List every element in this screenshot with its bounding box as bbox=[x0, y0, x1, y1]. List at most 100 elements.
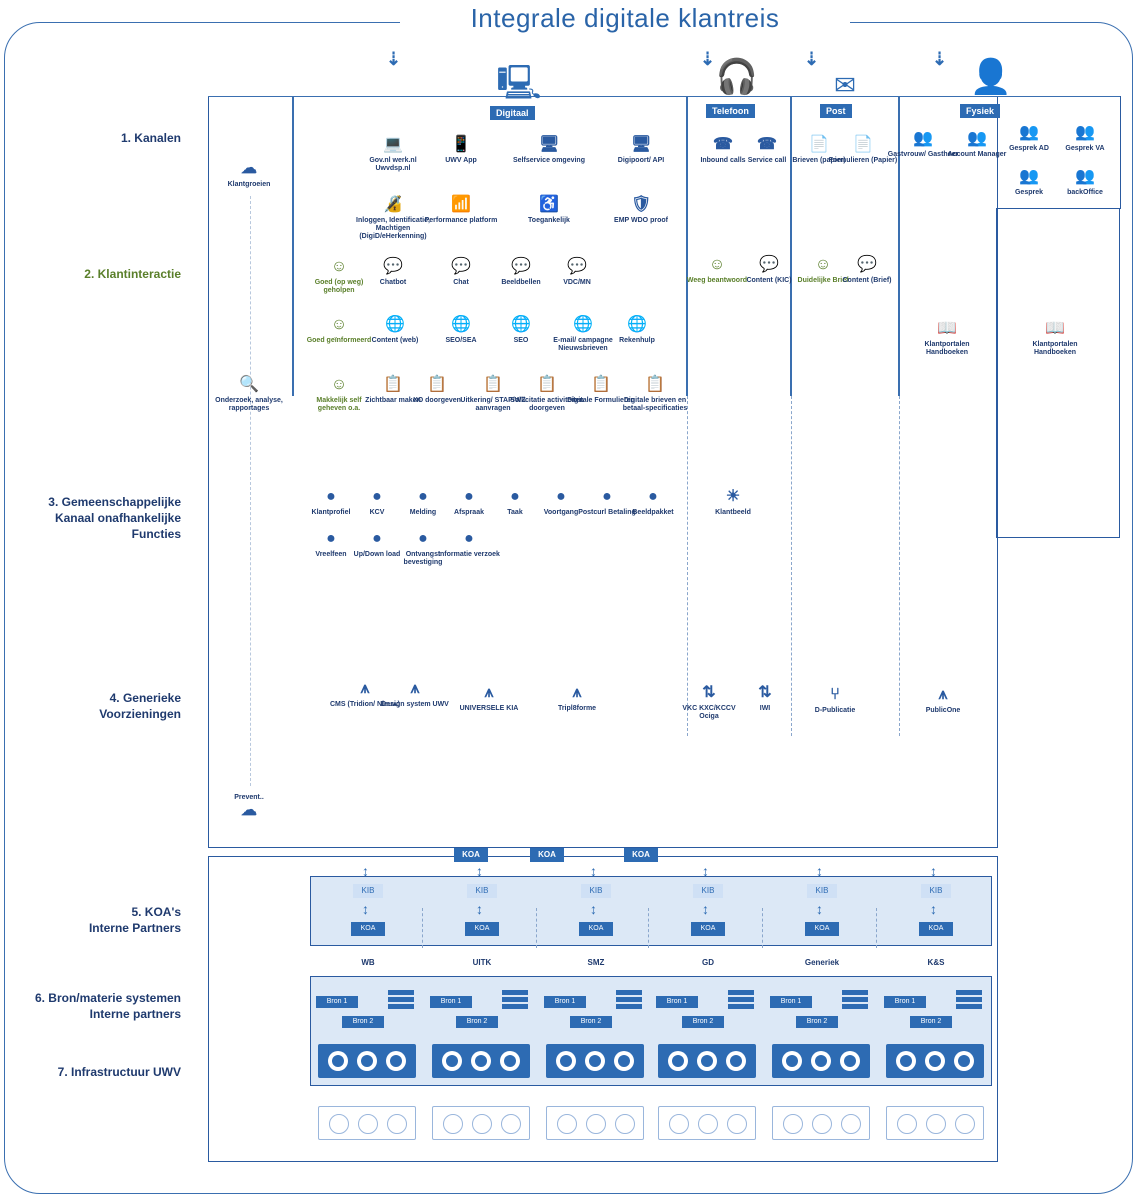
bron-box: Bron 2 bbox=[456, 1016, 498, 1028]
row-label: 5. KOA's Interne Partners bbox=[88, 905, 181, 935]
item-label: Digipoort/ API bbox=[617, 157, 665, 164]
diagram-item: ⩚CMS (Tridion/ Nieuw) bbox=[328, 680, 402, 709]
item-label: Goed geïnformeerd bbox=[306, 337, 372, 344]
item-label: Brieven (papier) bbox=[792, 157, 846, 164]
item-icon: ☺ bbox=[330, 316, 348, 333]
item-icon: 📄 bbox=[853, 136, 873, 153]
envelope-icon: ✉ bbox=[834, 70, 856, 100]
item-label: Sollicitatie activiteiten doorgeven bbox=[510, 397, 584, 412]
infra-block-icon bbox=[658, 1044, 756, 1078]
koa-box: KOA bbox=[691, 922, 725, 936]
item-label: Digitale brieven en betaal-specificaties bbox=[622, 397, 688, 412]
item-icon: 📶 bbox=[451, 196, 471, 213]
item-label: Weeg beantwoord bbox=[686, 277, 748, 284]
item-icon: 👥 bbox=[1019, 124, 1039, 141]
kib-box: KIB bbox=[693, 884, 723, 898]
item-icon: ● bbox=[510, 488, 520, 505]
item-icon: 💬 bbox=[383, 258, 403, 275]
item-label: Service call bbox=[747, 157, 787, 164]
item-label: Afspraak bbox=[454, 509, 484, 516]
item-label: Content (web) bbox=[371, 337, 419, 344]
item-label: IWI bbox=[759, 705, 771, 712]
item-icon: ⇅ bbox=[758, 684, 772, 701]
item-label: Chatbot bbox=[379, 279, 407, 286]
diagram-item: 📋Digitale brieven en betaal-specificatie… bbox=[618, 376, 692, 413]
diagram-item: 🌐E-mail/ campagne Nieuwsbrieven bbox=[546, 316, 620, 353]
item-icon: ● bbox=[418, 530, 428, 547]
updown-arrow-icon: ↕ bbox=[702, 863, 709, 879]
item-icon: 🌐 bbox=[627, 316, 647, 333]
updown-arrow-icon: ↕ bbox=[590, 863, 597, 879]
database-icon bbox=[388, 990, 414, 1010]
item-label: Melding bbox=[409, 509, 437, 516]
divider-fysiek bbox=[898, 96, 900, 396]
item-icon: 💬 bbox=[451, 258, 471, 275]
item-icon: 💻 bbox=[383, 136, 403, 153]
item-icon: 📋 bbox=[383, 376, 403, 393]
item-icon: ● bbox=[464, 530, 474, 547]
updown-arrow-icon: ↕ bbox=[702, 901, 709, 917]
diagram-item: ☺Duidelijke Brief bbox=[786, 256, 860, 285]
column-divider bbox=[536, 908, 537, 948]
diagram-item: ●KCV bbox=[340, 488, 414, 517]
item-label: Klantportalen Handboeken bbox=[1032, 341, 1078, 356]
item-icon: 💬 bbox=[759, 256, 779, 273]
fysiek-outline bbox=[996, 96, 1121, 209]
diagram-item: ●Voortgang bbox=[524, 488, 598, 517]
item-icon: 👥 bbox=[1019, 168, 1039, 185]
item-label: XO doorgeven bbox=[413, 397, 461, 404]
koa-top-tag: KOA bbox=[624, 848, 658, 862]
down-arrow-icon: ⇣ bbox=[386, 49, 402, 69]
item-icon: ⩚ bbox=[360, 680, 370, 697]
down-arrow-icon: ⇣ bbox=[804, 49, 820, 69]
item-icon: 📋 bbox=[483, 376, 503, 393]
dash-divider bbox=[687, 396, 688, 736]
kib-box: KIB bbox=[921, 884, 951, 898]
item-icon: ☺ bbox=[330, 376, 348, 393]
item-label: D-Publicatie bbox=[814, 707, 856, 714]
updown-arrow-icon: ↕ bbox=[362, 901, 369, 917]
item-label: Up/Down load bbox=[353, 551, 401, 558]
item-label: Klantbeeld bbox=[715, 509, 751, 516]
lower-panel bbox=[208, 856, 998, 1162]
item-label: Vreelfeen bbox=[315, 551, 347, 558]
bron-box: Bron 2 bbox=[342, 1016, 384, 1028]
item-icon: 👥 bbox=[913, 130, 933, 147]
infra-block-icon bbox=[318, 1044, 416, 1078]
koa-box: KOA bbox=[351, 922, 385, 936]
item-label: VKC KXC/KCCV Ociga bbox=[682, 705, 736, 720]
item-icon: 💬 bbox=[567, 258, 587, 275]
item-icon: ☺ bbox=[330, 258, 348, 275]
item-icon: 🌐 bbox=[385, 316, 405, 333]
partner-name: WB bbox=[361, 958, 375, 967]
row-label: 7. Infrastructuur UWV bbox=[57, 1065, 181, 1079]
item-icon: ⑂ bbox=[830, 686, 840, 703]
down-arrow-icon: ⇣ bbox=[700, 49, 716, 69]
diagram-item: ⇅VKC KXC/KCCV Ociga bbox=[672, 684, 746, 721]
item-label: Formulieren (Papier) bbox=[828, 157, 898, 164]
item-icon: 📖 bbox=[1045, 320, 1065, 337]
updown-arrow-icon: ↕ bbox=[930, 901, 937, 917]
column-divider bbox=[422, 908, 423, 948]
updown-arrow-icon: ↕ bbox=[476, 901, 483, 917]
diagram-item: ●Postcurl Betaling bbox=[570, 488, 644, 517]
item-label: Voortgang bbox=[543, 509, 579, 516]
diagram-item: 👥backOffice bbox=[1048, 168, 1122, 197]
diagram-item: ☺Weeg beantwoord bbox=[680, 256, 754, 285]
diagram-item: 🌐Rekenhulp bbox=[600, 316, 674, 345]
item-icon: ● bbox=[418, 488, 428, 505]
diagram-item: 📋XO doorgeven bbox=[400, 376, 474, 405]
diagram-item: 💻 Gov.nl werk.nl Uwvdsp.nl bbox=[356, 136, 430, 173]
diagram-item: 👥Gastvrouw/ Gastheer bbox=[886, 130, 960, 159]
bron-band bbox=[310, 976, 992, 1086]
diagram-item: ☎Service call bbox=[730, 136, 804, 165]
bron-box: Bron 1 bbox=[430, 996, 472, 1008]
kib-box: KIB bbox=[467, 884, 497, 898]
diagram-item: 👥Gesprek VA bbox=[1048, 124, 1122, 153]
item-label: Gov.nl werk.nl Uwvdsp.nl bbox=[369, 157, 417, 172]
diagram-item: ● Melding bbox=[386, 488, 460, 517]
item-icon: 🔏 bbox=[383, 196, 403, 213]
item-icon: ⩚ bbox=[410, 680, 420, 697]
updown-arrow-icon: ↕ bbox=[816, 901, 823, 917]
bron-box: Bron 2 bbox=[910, 1016, 952, 1028]
